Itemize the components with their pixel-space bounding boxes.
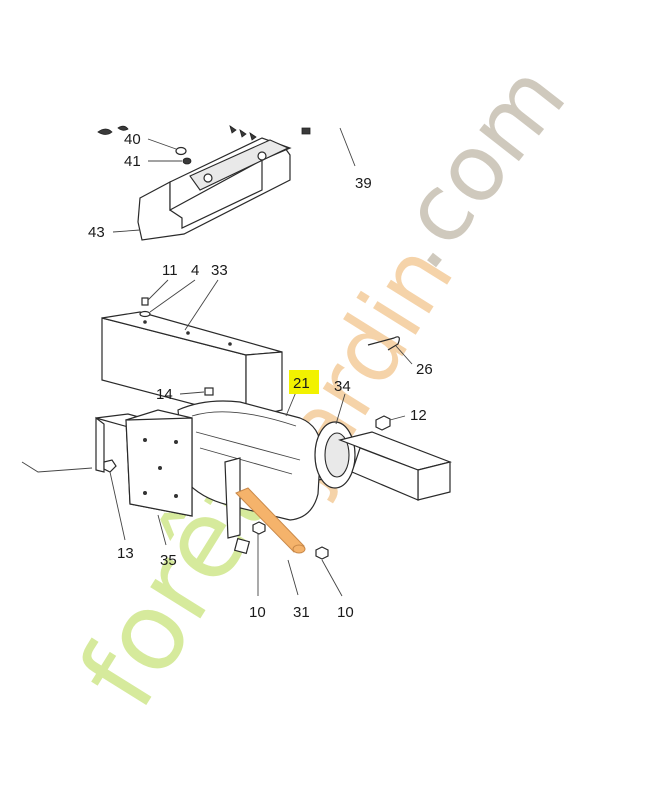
screw-part-12	[375, 415, 391, 431]
square-tube-side	[351, 447, 419, 501]
leader-35	[157, 514, 167, 546]
callout-13: 13	[117, 545, 134, 562]
main-assembly	[21, 279, 452, 597]
chain-fragment	[301, 127, 311, 135]
screw-part-14	[204, 387, 214, 396]
leader-21	[285, 391, 297, 417]
leader-13	[109, 471, 126, 541]
callout-12: 12	[410, 407, 427, 424]
arm-bracket	[224, 457, 241, 539]
callout-33: 33	[211, 262, 228, 279]
highlight-box-21	[289, 370, 319, 394]
plate-hole	[174, 494, 178, 498]
housing-seam	[195, 431, 301, 461]
leader-12	[389, 415, 406, 421]
leader-10b	[321, 559, 343, 597]
plate-hole	[174, 440, 178, 444]
callout-35: 35	[160, 552, 177, 569]
housing-seam	[199, 447, 293, 475]
frame-bracket	[95, 416, 105, 473]
leader-14	[179, 391, 205, 395]
leader-33	[184, 279, 219, 331]
callout-26: 26	[416, 361, 433, 378]
callout-11: 11	[162, 262, 178, 279]
leader-4	[149, 279, 196, 313]
chain-fragment	[97, 128, 113, 135]
bolt-part-13	[103, 459, 117, 473]
frame-cut-line	[21, 461, 93, 473]
callout-10b: 10	[337, 604, 354, 621]
callout-21: 21	[293, 375, 310, 392]
callout-10a: 10	[249, 604, 266, 621]
guard-side	[245, 351, 283, 419]
plate-hole	[143, 491, 147, 495]
chain-fragment	[229, 125, 257, 141]
callout-34: 34	[334, 378, 351, 395]
leader-39	[339, 127, 356, 167]
plate-hole	[143, 438, 147, 442]
washer-part-40	[175, 146, 187, 156]
leader-40	[147, 138, 177, 150]
guard-hole	[143, 320, 147, 324]
housing-seam	[191, 411, 297, 427]
leader-43	[112, 229, 141, 233]
callout-4: 4	[191, 262, 199, 279]
nut-part-10	[252, 521, 266, 535]
callout-31: 31	[293, 604, 310, 621]
clip-part-26	[367, 336, 400, 351]
housing-part-21	[177, 400, 322, 521]
callout-43: 43	[88, 224, 105, 241]
leader-26	[395, 345, 413, 365]
plate-hole	[158, 466, 162, 470]
guard-hole	[228, 342, 232, 346]
top-bracket-assembly	[97, 125, 356, 241]
bracket-hole	[257, 151, 267, 161]
bracket-hole	[203, 173, 213, 183]
callout-41: 41	[124, 153, 141, 170]
shaft-part-31	[235, 487, 305, 553]
chain-fragment	[117, 125, 129, 131]
callout-14: 14	[156, 386, 173, 403]
shaft-end	[292, 544, 306, 554]
callout-39: 39	[355, 175, 372, 192]
callout-40: 40	[124, 131, 141, 148]
key-block	[233, 537, 251, 555]
callout-labels: 40 41 39 43 11 4 33 26 14 21 34 12 13 35…	[88, 131, 433, 621]
screw-part-11	[141, 297, 149, 306]
nut-part-10	[315, 546, 329, 560]
leader-31	[287, 559, 299, 596]
leader-11	[147, 279, 169, 301]
leader-34	[335, 393, 346, 425]
nut-part-41	[182, 157, 192, 165]
collar-bore	[324, 432, 350, 478]
washer-part-4	[139, 310, 151, 318]
guard-hole	[186, 331, 190, 335]
